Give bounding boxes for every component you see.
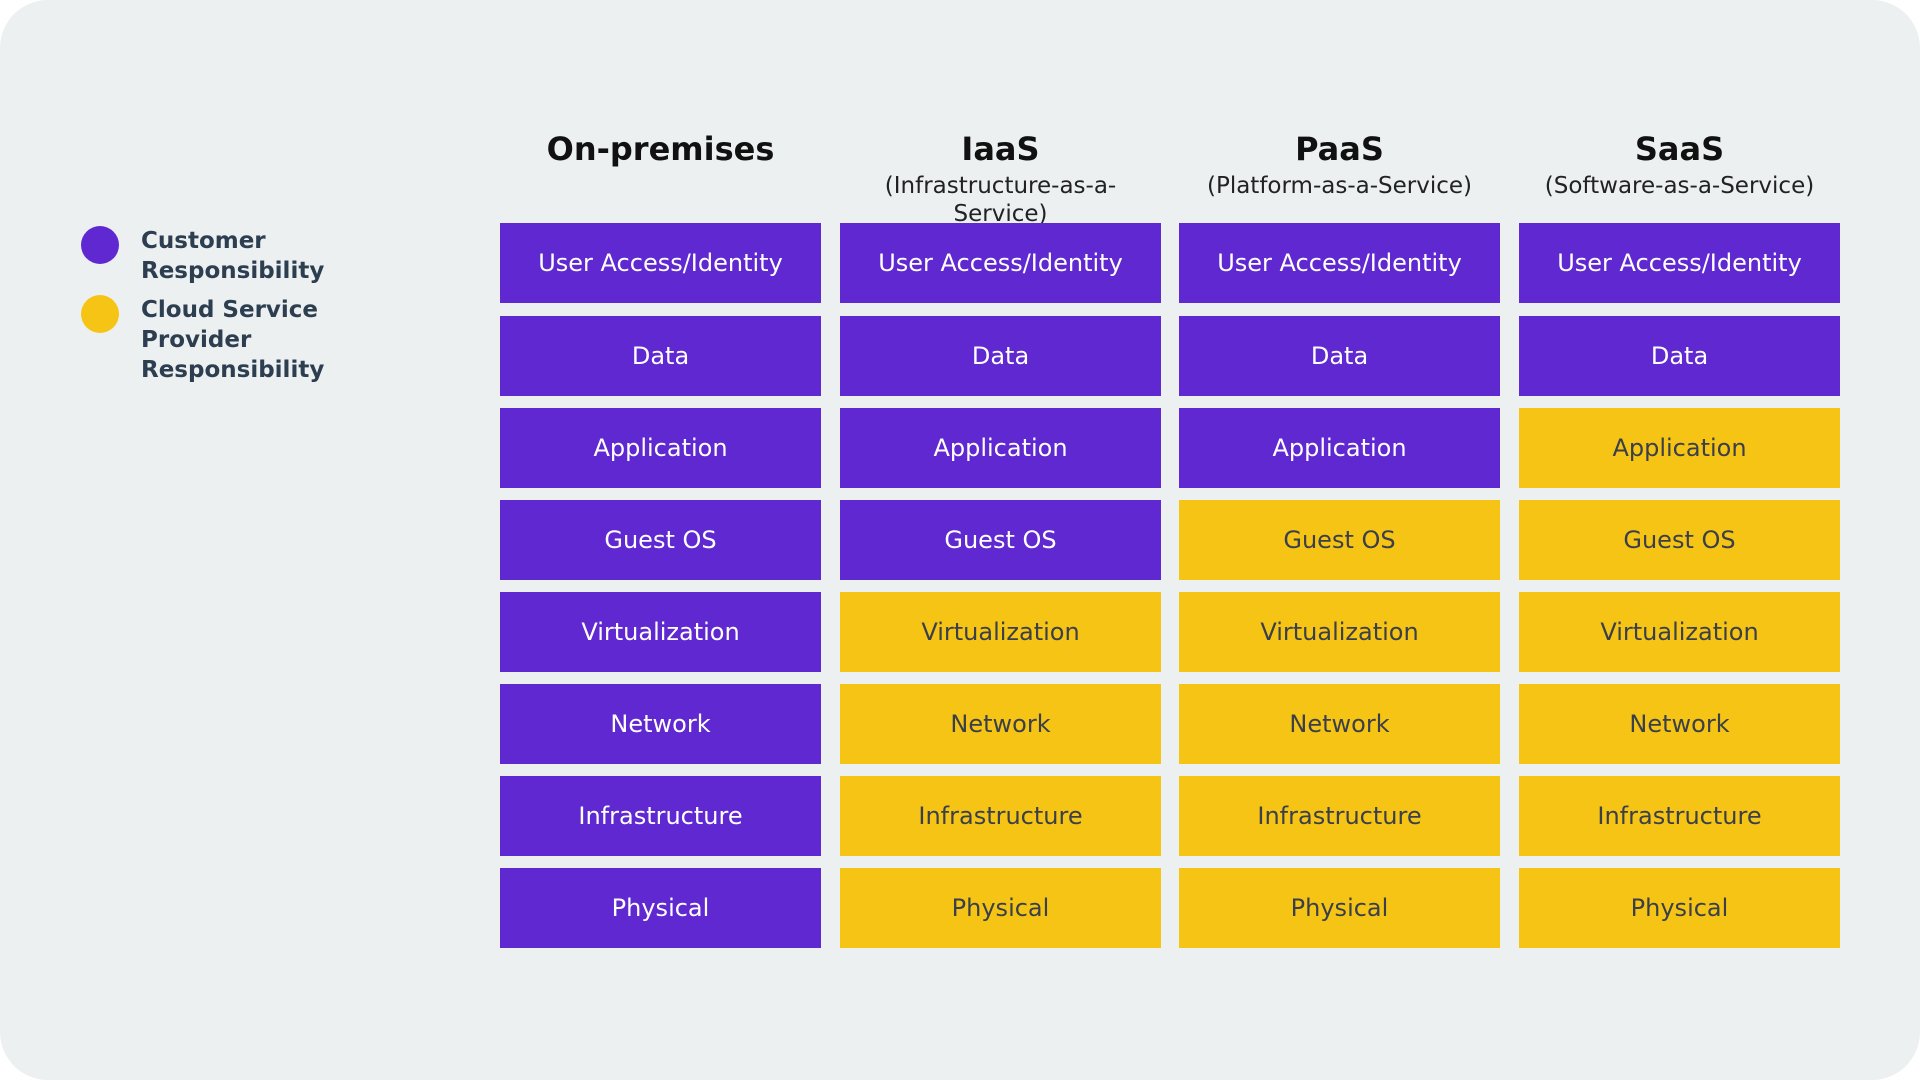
column-subtitle: (Infrastructure-as-a-Service) xyxy=(884,173,1117,227)
layer-cell: Data xyxy=(1179,316,1500,396)
layer-cell: Data xyxy=(840,316,1161,396)
column-subtitle: (Software-as-a-Service) xyxy=(1544,173,1815,199)
provider-dot-icon xyxy=(81,295,119,333)
layer-cell: Virtualization xyxy=(1179,592,1500,672)
column-subtitle: (Platform-as-a-Service) xyxy=(1206,173,1473,199)
column-header: On-premises xyxy=(500,126,821,172)
customer-dot-icon xyxy=(81,226,119,264)
column-header: IaaS (Infrastructure-as-a-Service) xyxy=(840,126,1161,228)
layer-cell: Infrastructure xyxy=(1179,776,1500,856)
layer-cell: Application xyxy=(1519,408,1840,488)
layer-cell: Network xyxy=(500,684,821,764)
column-header: SaaS (Software-as-a-Service) xyxy=(1519,126,1840,200)
column-title: PaaS xyxy=(1295,130,1384,168)
layer-cell: Virtualization xyxy=(840,592,1161,672)
layer-cell: Guest OS xyxy=(840,500,1161,580)
legend-label-customer: Customer Responsibility xyxy=(141,228,325,284)
layer-cell: Data xyxy=(500,316,821,396)
layer-cell: Application xyxy=(500,408,821,488)
layer-cell: Physical xyxy=(500,868,821,948)
layer-cell: Network xyxy=(1519,684,1840,764)
layer-cell: Network xyxy=(1179,684,1500,764)
layer-cell: User Access/Identity xyxy=(1519,223,1840,303)
column-title: IaaS xyxy=(961,130,1040,168)
layer-cell: Physical xyxy=(840,868,1161,948)
layer-cell: Guest OS xyxy=(1519,500,1840,580)
layer-cell: Virtualization xyxy=(500,592,821,672)
layer-cell: Infrastructure xyxy=(500,776,821,856)
layer-cell: Physical xyxy=(1179,868,1500,948)
column-title: On-premises xyxy=(546,130,775,168)
layer-cell: User Access/Identity xyxy=(1179,223,1500,303)
layer-cell: Application xyxy=(840,408,1161,488)
layer-cell: Network xyxy=(840,684,1161,764)
layer-cell: Guest OS xyxy=(1179,500,1500,580)
layer-cell: User Access/Identity xyxy=(840,223,1161,303)
layer-cell: Guest OS xyxy=(500,500,821,580)
layer-cell: Infrastructure xyxy=(840,776,1161,856)
layer-cell: Physical xyxy=(1519,868,1840,948)
column-title: SaaS xyxy=(1634,130,1725,168)
layer-cell: Infrastructure xyxy=(1519,776,1840,856)
layer-cell: Application xyxy=(1179,408,1500,488)
layer-cell: Virtualization xyxy=(1519,592,1840,672)
layer-cell: Data xyxy=(1519,316,1840,396)
legend-label-provider: Cloud Service Provider Responsibility xyxy=(141,297,325,383)
column-header: PaaS (Platform-as-a-Service) xyxy=(1179,126,1500,200)
layer-cell: User Access/Identity xyxy=(500,223,821,303)
